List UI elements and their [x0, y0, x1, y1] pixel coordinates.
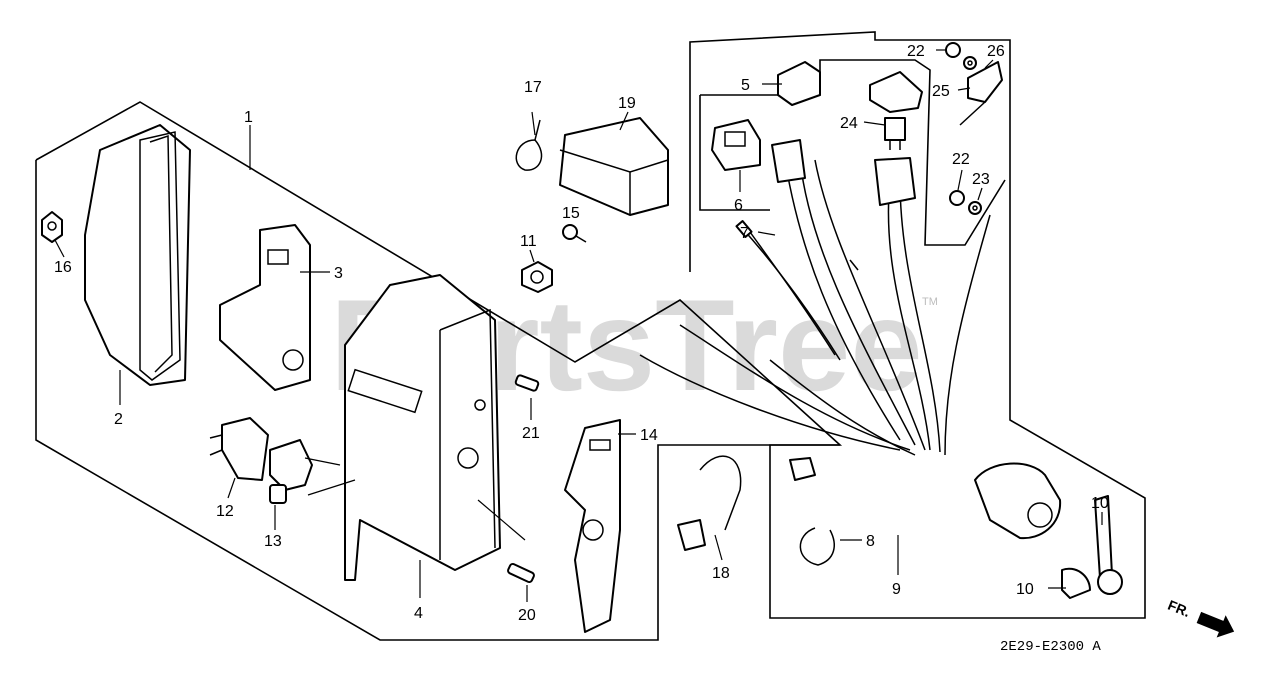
- part-key-a[interactable]: [1094, 495, 1123, 595]
- callout-10a: 10: [1091, 495, 1109, 512]
- part-fuse-holder[interactable]: [559, 117, 669, 216]
- callout-8: 8: [866, 533, 875, 550]
- callout-6: 6: [734, 197, 743, 214]
- callout-24: 24: [840, 115, 858, 132]
- part-band[interactable]: [677, 455, 742, 551]
- part-terminal[interactable]: [959, 61, 1003, 126]
- callout-15: 15: [562, 205, 580, 222]
- part-relay[interactable]: [777, 61, 821, 106]
- part-grommet[interactable]: [41, 211, 63, 243]
- part-screw-15[interactable]: [562, 224, 587, 243]
- part-nut-22a[interactable]: [945, 42, 961, 58]
- part-grommet-small[interactable]: [789, 457, 816, 481]
- callout-20: 20: [518, 607, 536, 624]
- callout-2: 2: [114, 411, 123, 428]
- part-breaker[interactable]: [269, 439, 313, 504]
- part-fuse-cover[interactable]: [869, 71, 923, 113]
- callout-22a: 22: [907, 43, 925, 60]
- frame-harness-left: [699, 95, 770, 211]
- callout-5: 5: [741, 77, 750, 94]
- part-switch[interactable]: [209, 417, 269, 481]
- callout-21: 21: [522, 425, 540, 442]
- frame-control-box-group: [35, 31, 1146, 619]
- watermark-trademark: TM: [922, 296, 938, 308]
- callout-12: 12: [216, 503, 234, 520]
- front-direction-indicator: FR.: [1166, 597, 1235, 638]
- part-plate[interactable]: [564, 419, 621, 633]
- direction-label: FR.: [1166, 597, 1193, 620]
- callout-13: 13: [264, 533, 282, 550]
- callout-4: 4: [414, 605, 423, 622]
- callout-22b: 22: [952, 151, 970, 168]
- part-connector[interactable]: [711, 119, 761, 171]
- part-screw-21[interactable]: [514, 374, 540, 392]
- callout-9: 9: [892, 581, 901, 598]
- part-starter-switch[interactable]: [974, 462, 1062, 540]
- part-fuse[interactable]: [884, 117, 906, 150]
- callout-17: 17: [524, 79, 542, 96]
- callout-1: 1: [244, 109, 253, 126]
- callout-19: 19: [618, 95, 636, 112]
- callout-26: 26: [987, 43, 1005, 60]
- part-screw-20[interactable]: [507, 562, 535, 584]
- callouts: 1 2 3 4 5 6 7 8 9 10 10 11 12 13 14 15 1…: [54, 43, 1109, 624]
- callout-3: 3: [334, 265, 343, 282]
- callout-18: 18: [712, 565, 730, 582]
- callout-11: 11: [520, 233, 537, 250]
- part-wire-harness[interactable]: [639, 139, 991, 456]
- callout-25: 25: [932, 83, 950, 100]
- frame-lower-left: [35, 160, 840, 641]
- part-wire[interactable]: [735, 220, 841, 361]
- callout-16: 16: [54, 259, 72, 276]
- part-clamp[interactable]: [799, 527, 835, 566]
- part-control-box[interactable]: [344, 274, 501, 581]
- part-clip[interactable]: [515, 119, 543, 171]
- part-key-b[interactable]: [1061, 567, 1091, 599]
- callout-7: 7: [740, 225, 749, 242]
- callout-10b: 10: [1016, 581, 1034, 598]
- part-cover[interactable]: [84, 124, 191, 386]
- callout-14: 14: [640, 427, 658, 444]
- part-washer-23[interactable]: [968, 201, 982, 215]
- part-nut-22b[interactable]: [949, 190, 965, 206]
- drawing-code: 2E29-E2300 A: [1000, 639, 1101, 655]
- callout-23: 23: [972, 171, 990, 188]
- direction-arrow-icon: [1196, 611, 1235, 638]
- part-washer-26[interactable]: [963, 56, 977, 70]
- part-bracket[interactable]: [219, 224, 311, 391]
- leader-lines: [54, 49, 1103, 602]
- part-nut[interactable]: [521, 261, 553, 293]
